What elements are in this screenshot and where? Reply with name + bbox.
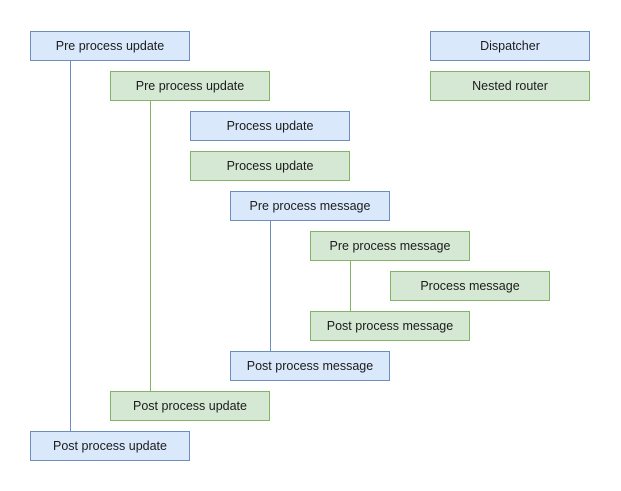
connector-dispatcher-update-span	[70, 61, 71, 431]
connector-router-message-span	[350, 261, 351, 311]
connector-dispatcher-message-span	[270, 221, 271, 351]
process-node[interactable]: Pre process update	[110, 71, 270, 101]
legend-item-router[interactable]: Nested router	[430, 71, 590, 101]
process-node[interactable]: Pre process message	[310, 231, 470, 261]
process-node[interactable]: Post process message	[230, 351, 390, 381]
process-node[interactable]: Pre process update	[30, 31, 190, 61]
process-node[interactable]: Process message	[390, 271, 550, 301]
process-node[interactable]: Post process update	[30, 431, 190, 461]
process-node[interactable]: Pre process message	[230, 191, 390, 221]
process-node[interactable]: Process update	[190, 151, 350, 181]
connector-router-update-span	[150, 101, 151, 391]
process-node[interactable]: Process update	[190, 111, 350, 141]
legend-item-dispatcher[interactable]: Dispatcher	[430, 31, 590, 61]
process-node[interactable]: Post process message	[310, 311, 470, 341]
process-node[interactable]: Post process update	[110, 391, 270, 421]
